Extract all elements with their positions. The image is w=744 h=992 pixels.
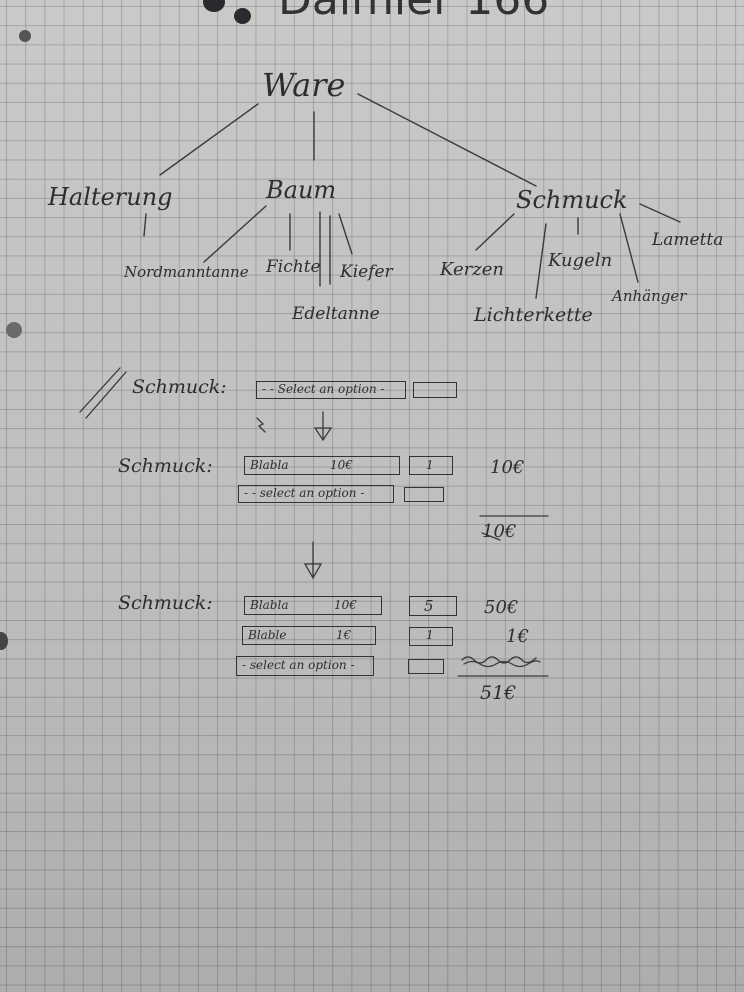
tree-node-schmuck: Schmuck [516, 186, 628, 214]
edge-schmuck-lichterkette [535, 223, 547, 299]
scribble-mark [463, 660, 541, 668]
quantity-input-empty[interactable] [404, 487, 444, 502]
select-dropdown-empty[interactable] [238, 485, 394, 503]
tree-node-fichte: Fichte [266, 257, 321, 277]
selected-item-price: 10€ [334, 598, 357, 612]
selected-item-name: Blable [248, 628, 287, 642]
edge-ware-schmuck [357, 93, 537, 187]
selected-item-price: 10€ [330, 458, 353, 472]
quantity-input-row-1[interactable] [409, 596, 457, 616]
tree-node-lametta: Lametta [652, 230, 724, 250]
row-total: 10€ [490, 457, 525, 478]
row-total: 1€ [506, 626, 529, 647]
edge-schmuck-kerzen [475, 213, 515, 251]
quantity-value: 1 [426, 458, 434, 472]
selected-item-price: 1€ [336, 628, 352, 642]
tree-node-baum: Baum [266, 176, 337, 204]
binder-hole [0, 632, 8, 650]
tree-node-kiefer: Kiefer [340, 262, 393, 282]
edge-schmuck-lametta [639, 203, 681, 223]
quantity-value: 5 [424, 597, 434, 615]
select-placeholder: - - select an option - [244, 486, 365, 500]
tree-node-root: Ware [262, 66, 346, 104]
arrow-down-1-head [313, 427, 333, 442]
edge-schmuck-anhaenger [619, 213, 639, 283]
row-total: 50€ [484, 597, 519, 618]
quantity-value: 1 [426, 628, 434, 642]
tree-node-lichterkette: Lichterkette [474, 304, 593, 326]
edge-ware-halterung [159, 103, 259, 176]
field-label: Schmuck: [132, 376, 227, 398]
scribble-mark [461, 656, 537, 664]
select-dropdown[interactable] [256, 381, 406, 399]
quantity-input[interactable] [413, 382, 457, 398]
sum-total: 51€ [480, 682, 517, 704]
slash-mark [85, 371, 127, 419]
arrow-down-2-head [303, 563, 323, 580]
tree-node-anhaenger: Anhänger [612, 287, 687, 305]
binder-hole [19, 30, 31, 42]
edge-baum-nordmann [203, 205, 267, 263]
tree-node-nordmanntanne: Nordmanntanne [124, 263, 249, 281]
quantity-input-row-2[interactable] [409, 627, 453, 646]
edge-halterung-tick [143, 213, 147, 237]
field-label: Schmuck: [118, 592, 213, 614]
select-placeholder: - select an option - [242, 658, 355, 672]
selected-item-name: Blabla [250, 598, 289, 612]
slash-mark [79, 367, 121, 413]
selected-item-name: Blabla [250, 458, 289, 472]
select-placeholder: - - Select an option - [262, 382, 385, 396]
crossed-subtotal: 10€ [482, 521, 517, 542]
binder-hole [6, 322, 22, 338]
field-label: Schmuck: [118, 455, 213, 477]
select-dropdown-row-2[interactable] [242, 626, 376, 645]
quantity-input-row-1[interactable] [409, 456, 453, 475]
tree-node-kugeln: Kugeln [548, 250, 613, 271]
quantity-input-empty[interactable] [408, 659, 444, 674]
select-dropdown-row-1[interactable] [244, 596, 382, 615]
subtotal-strike [481, 532, 501, 541]
select-dropdown-row-1[interactable] [244, 456, 400, 475]
edge-baum-kiefer [338, 213, 353, 255]
tree-node-edeltanne: Edeltanne [292, 304, 380, 324]
tree-node-kerzen: Kerzen [440, 259, 504, 280]
select-dropdown-empty[interactable] [236, 656, 374, 676]
binder-hole [203, 0, 225, 12]
tree-node-halterung: Halterung [48, 183, 173, 211]
squiggle-mark [256, 417, 266, 433]
binder-hole [234, 8, 251, 24]
page-header-text: Daimler 166 [278, 0, 549, 25]
